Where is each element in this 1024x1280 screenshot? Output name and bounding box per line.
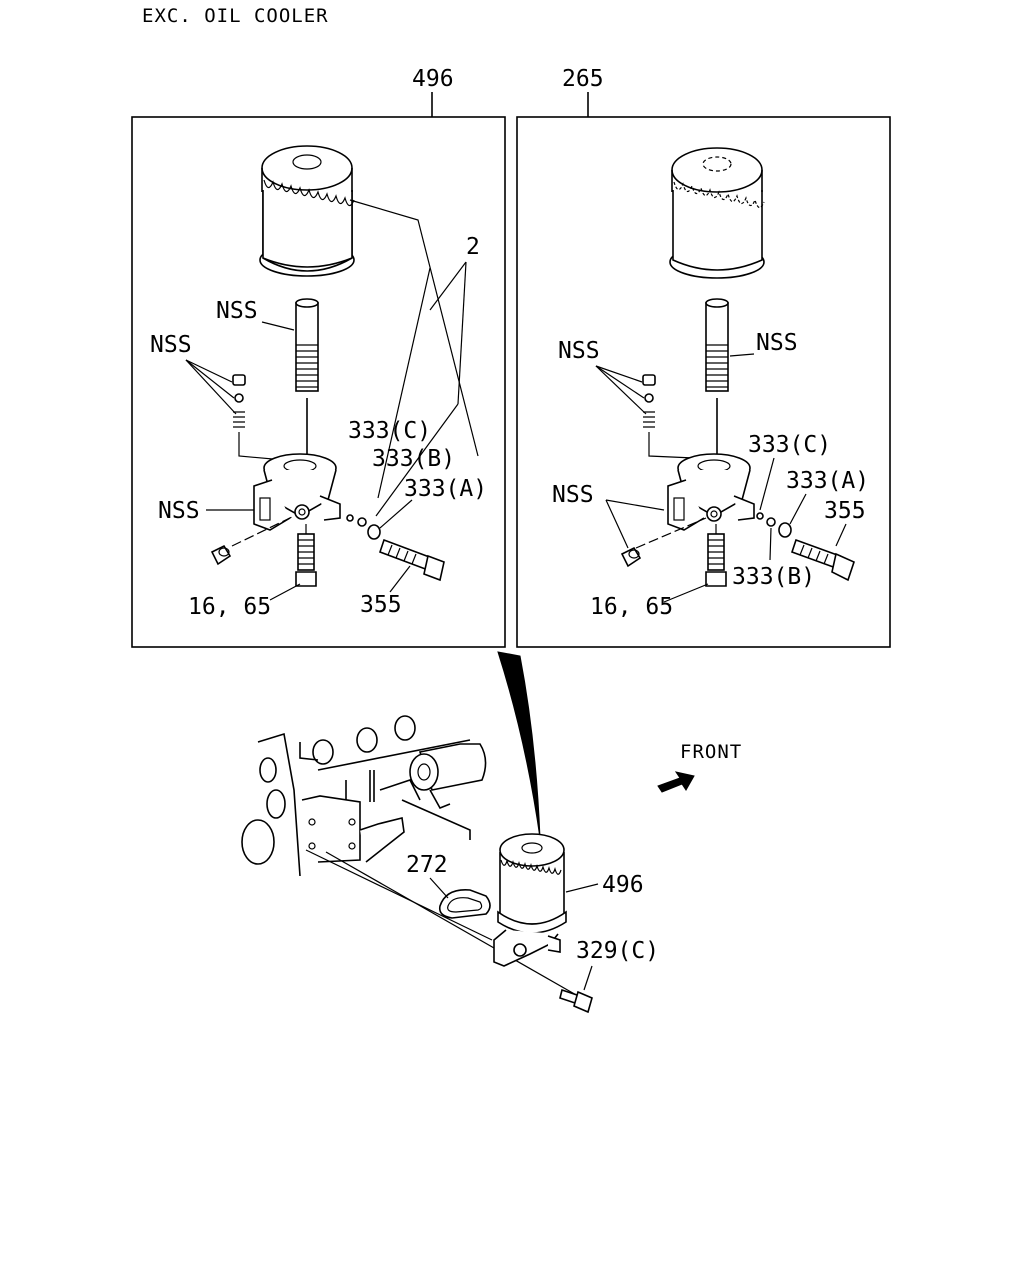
right-spring-icon (643, 411, 655, 428)
callout-wedge (497, 651, 541, 839)
engine-view: 272 496 329(C) FRONT (241, 715, 742, 1014)
right-panel: 265 NSS NSS (516, 66, 891, 648)
right-label-oring-b: 333(B) (732, 564, 815, 590)
gasket-icon (438, 889, 491, 919)
right-label-bolt: 355 (824, 498, 866, 524)
left-filter-head (253, 453, 341, 531)
right-label-oring-a: 333(A) (786, 468, 869, 494)
page-title: EXC. OIL COOLER (142, 5, 329, 27)
left-panel: 496 2 NSS NSS (131, 66, 506, 648)
left-label-nss-valve: NSS (216, 298, 258, 324)
left-banjo-bolt (378, 538, 445, 582)
left-oring-a-icon (367, 524, 381, 540)
left-check-ball-icon (234, 393, 244, 403)
right-center-stud (705, 298, 729, 460)
front-label: FRONT (680, 741, 742, 763)
left-panel-assembly-ref: 496 (412, 66, 454, 92)
right-panel-frame (516, 116, 891, 648)
left-relief-valve (295, 524, 317, 587)
left-label-relief: 16, 65 (188, 594, 271, 620)
left-oil-filter (259, 145, 355, 277)
right-relief-valve (705, 524, 727, 587)
right-label-nss-plug: NSS (552, 482, 594, 508)
left-label-oring-c: 333(C) (348, 418, 431, 444)
left-oring-b-icon (357, 517, 367, 527)
left-center-stud (295, 298, 319, 458)
front-arrow-icon (657, 771, 695, 793)
engine-filter-assembly (493, 833, 567, 967)
right-panel-assembly-ref: 265 (562, 66, 604, 92)
right-banjo-bolt (790, 538, 855, 582)
left-label-oring-a: 333(A) (404, 476, 487, 502)
left-label-oring-b: 333(B) (372, 446, 455, 472)
right-filter-head (667, 453, 755, 531)
engine-label-gasket: 272 (406, 852, 448, 878)
right-label-nss-valve: NSS (756, 330, 798, 356)
right-check-ball-icon (644, 393, 654, 403)
left-spring-icon (233, 411, 245, 428)
right-plug-icon (620, 546, 642, 568)
left-label-filter: 2 (466, 234, 480, 260)
right-oring-b-icon (766, 517, 776, 527)
left-valve-cap-icon (232, 374, 246, 386)
left-label-nss-spring: NSS (150, 332, 192, 358)
right-oil-filter (669, 147, 765, 279)
right-oring-a-icon (778, 522, 792, 538)
engine-bolt-icon (559, 988, 593, 1014)
left-panel-frame (131, 116, 506, 648)
right-label-oring-c: 333(C) (748, 432, 831, 458)
left-label-bolt: 355 (360, 592, 402, 618)
engine-label-bolt: 329(C) (576, 938, 659, 964)
right-label-nss-spring: NSS (558, 338, 600, 364)
left-label-nss-plug: NSS (158, 498, 200, 524)
right-valve-cap-icon (642, 374, 656, 386)
left-plug-icon (210, 544, 232, 566)
right-oring-c-icon (756, 512, 764, 520)
right-label-relief: 16, 65 (590, 594, 673, 620)
left-oring-c-icon (346, 514, 354, 522)
engine-label-filter-assembly: 496 (602, 872, 644, 898)
